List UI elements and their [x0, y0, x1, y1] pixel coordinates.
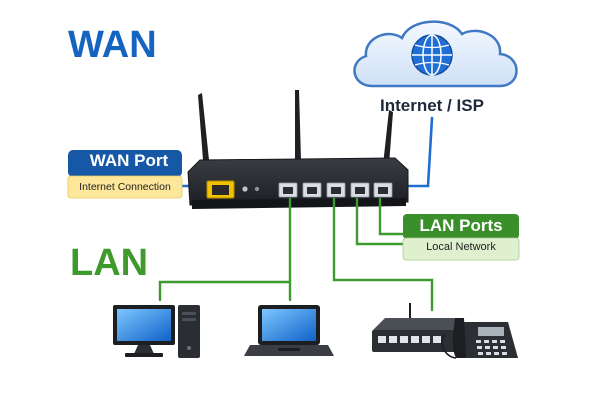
local-network-label: Local Network: [426, 241, 496, 253]
ip-phone-icon: [441, 318, 518, 359]
desktop-computer-icon: [113, 305, 200, 358]
wan-port-label: [67, 150, 183, 199]
router-icon: [187, 90, 409, 209]
internet-isp-label: Internet / ISP: [380, 96, 484, 115]
router-antennas: [198, 90, 393, 165]
internet-connection-label: Internet Connection: [79, 181, 171, 193]
network-switch-icon: [372, 303, 456, 352]
cloud-icon: [353, 20, 518, 88]
lan-ports-label-text: LAN Ports: [419, 216, 503, 235]
lan-ports-label: [402, 214, 520, 261]
switch-cable: [332, 197, 434, 312]
lan-label-cable-1: [355, 197, 405, 246]
lan-label-cable-2: [378, 197, 405, 236]
lan-cables: [158, 197, 434, 312]
wan-port-label-text: WAN Port: [89, 151, 169, 170]
laptop-icon: [244, 305, 334, 356]
computer-laptop-cable: [158, 197, 292, 302]
globe-icon: [411, 34, 453, 76]
wan-heading: WAN: [68, 24, 157, 66]
lan-heading: LAN: [70, 242, 149, 284]
